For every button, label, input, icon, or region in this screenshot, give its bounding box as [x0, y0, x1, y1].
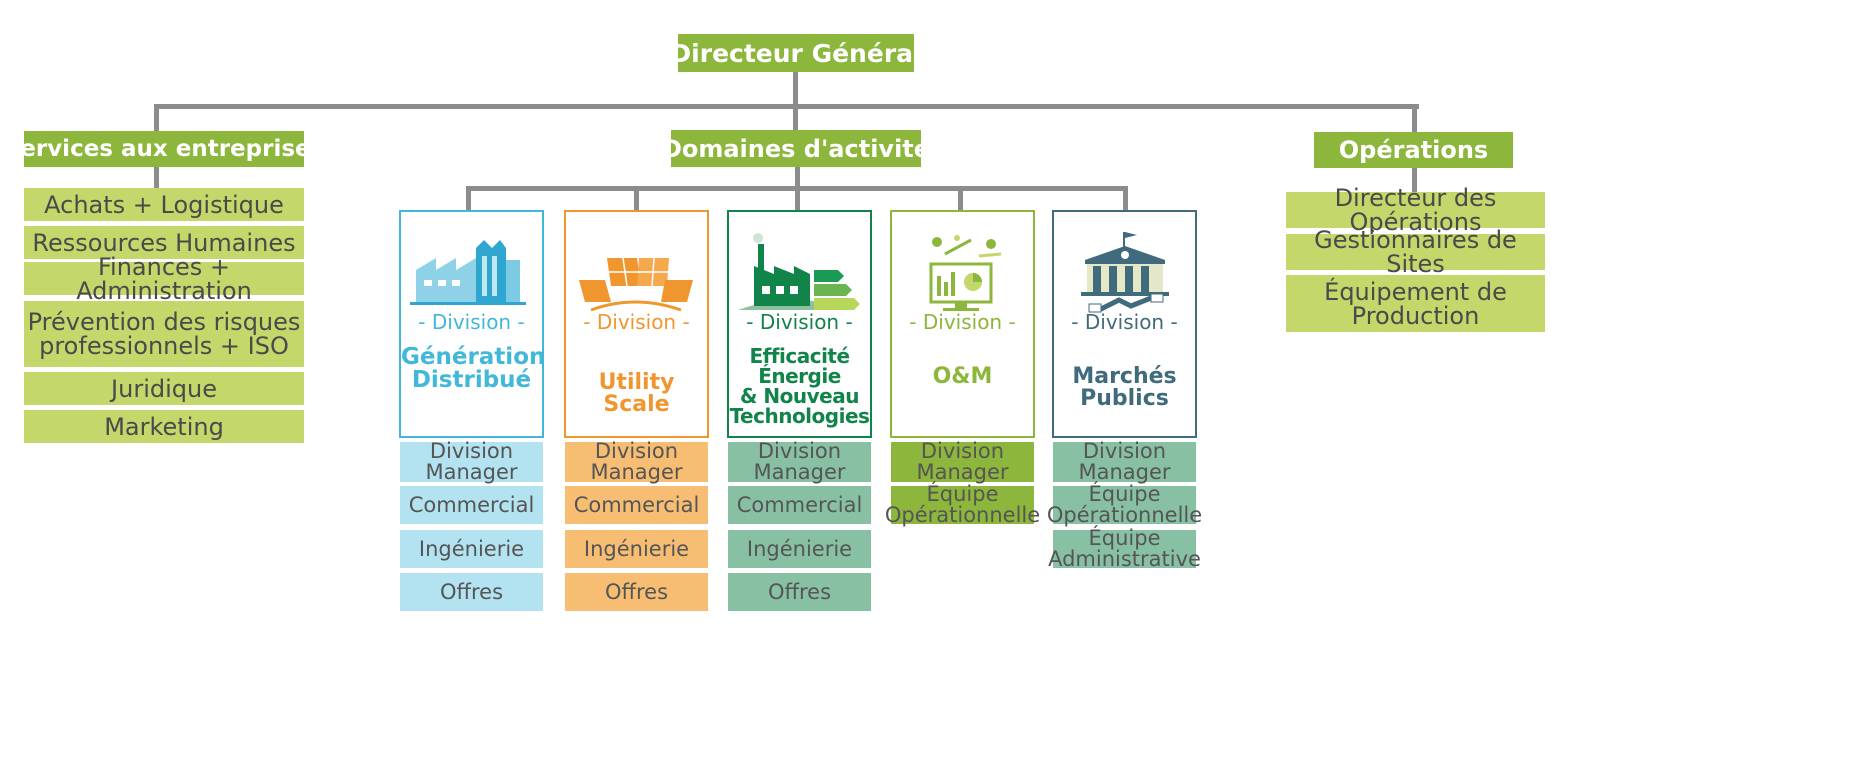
division-role: Offres: [728, 573, 871, 611]
division-role: Offres: [565, 573, 708, 611]
division-role: Division Manager: [400, 441, 543, 483]
connector-services-list: [154, 166, 159, 190]
division-name: Génération Distribué: [401, 344, 546, 393]
public-building-icon: [1081, 232, 1169, 313]
connector-division-3: [795, 186, 800, 212]
monitoring-icon: [929, 235, 1002, 311]
division-role: Ingénierie: [400, 530, 543, 568]
connector-domaines-vertical: [793, 104, 798, 134]
division-role: Équipe Administrative: [1048, 526, 1201, 571]
division-label: - Division -: [746, 310, 853, 334]
division-name: O&M: [932, 364, 993, 389]
division-role: Commercial: [400, 486, 543, 524]
connector-services-vertical: [154, 104, 159, 134]
division-card-efficacite: - Division - Efficacité Énergie & Nouvea…: [727, 210, 872, 438]
operations-item: Gestionnaires de Sites: [1286, 228, 1545, 276]
division-label: - Division -: [583, 310, 690, 334]
division-label: - Division -: [1071, 310, 1178, 334]
services-header: Services aux entreprises: [4, 131, 324, 167]
division-role: Offres: [400, 573, 543, 611]
services-item: Prévention des risques professionnels + …: [24, 301, 304, 367]
division-role: Ingénierie: [728, 530, 871, 568]
connector-division-5: [1123, 186, 1128, 212]
connector-top-vertical: [793, 70, 798, 108]
operations-header: Opérations: [1314, 132, 1513, 168]
services-item: Achats + Logistique: [24, 188, 304, 221]
division-role: Ingénierie: [565, 530, 708, 568]
connector-operations-list: [1412, 167, 1417, 192]
operations-item: Équipement de Production: [1286, 275, 1545, 332]
services-item: Marketing: [24, 410, 304, 443]
connector-operations-vertical: [1412, 104, 1417, 134]
solar-panels-icon: [579, 257, 693, 312]
division-card-om: - Division - O&M: [890, 210, 1035, 438]
domaines-header: Domaines d'activité: [662, 130, 930, 167]
division-name: Utility Scale: [598, 370, 675, 417]
connector-main-horizontal: [154, 104, 1419, 109]
division-card-utility-scale: - Division - Utility Scale: [564, 210, 709, 438]
division-role: Division Manager: [728, 441, 871, 483]
division-role: Équipe Opérationnelle: [1046, 482, 1203, 527]
energy-efficiency-icon: [738, 233, 860, 310]
factory-icon: [410, 240, 526, 305]
division-card-generation: - Division - Génération Distribué: [399, 210, 546, 438]
operations-item: Directeur des Opérations: [1286, 186, 1545, 234]
connector-division-4: [958, 186, 963, 212]
connector-division-1: [466, 186, 471, 212]
division-label: - Division -: [418, 310, 525, 334]
services-item: Ressources Humaines: [24, 226, 304, 259]
connector-division-2: [634, 186, 639, 212]
directeur-general-box: Directeur Général: [670, 34, 922, 72]
division-role: Division Manager: [1053, 441, 1196, 483]
services-item: Finances + Administration: [24, 255, 304, 303]
division-label: - Division -: [909, 310, 1016, 334]
division-role: Commercial: [565, 486, 708, 524]
division-role: Division Manager: [891, 441, 1034, 483]
division-name: Marchés Publics: [1072, 364, 1177, 411]
division-role: Équipe Opérationnelle: [884, 482, 1041, 527]
services-item: Juridique: [24, 372, 304, 405]
division-role: Commercial: [728, 486, 871, 524]
division-name: Efficacité Énergie & Nouveau Technologie…: [729, 344, 870, 428]
division-card-marches-publics: - Division - Marchés Publics: [1052, 210, 1197, 438]
connector-domaines-down: [795, 166, 800, 190]
division-role: Division Manager: [565, 441, 708, 483]
